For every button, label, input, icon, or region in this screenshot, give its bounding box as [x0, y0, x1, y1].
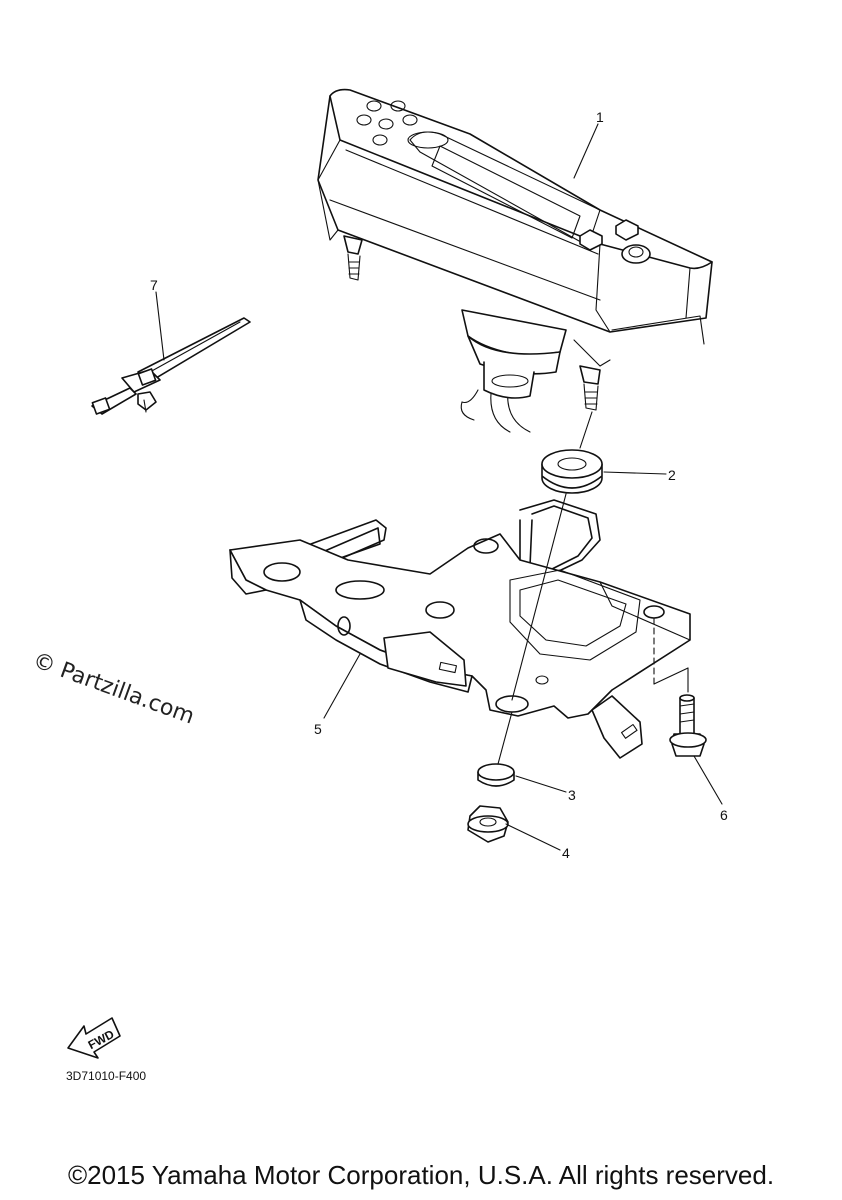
callout-3: 3	[568, 787, 576, 803]
cable-tie	[91, 317, 251, 415]
callout-5: 5	[314, 721, 322, 737]
diagram-code: 3D71010-F400	[66, 1069, 147, 1083]
leader-lines	[155, 123, 723, 851]
meter-assembly	[317, 88, 713, 433]
assembly-guides	[497, 411, 689, 765]
meter-bracket	[229, 499, 691, 759]
copyright-notice: ©2015 Yamaha Motor Corporation, U.S.A. A…	[67, 1160, 775, 1190]
grommet	[541, 449, 603, 494]
callout-labels: 1 2 3 4 5 6 7	[150, 109, 728, 861]
callout-2: 2	[668, 467, 676, 483]
washer	[477, 763, 515, 787]
callout-4: 4	[562, 845, 570, 861]
callout-7: 7	[150, 277, 158, 293]
fwd-arrow-icon: FWD	[67, 1017, 121, 1059]
flange-bolt	[669, 694, 707, 757]
callout-6: 6	[720, 807, 728, 823]
flange-nut	[467, 805, 509, 843]
callout-1: 1	[596, 109, 604, 125]
